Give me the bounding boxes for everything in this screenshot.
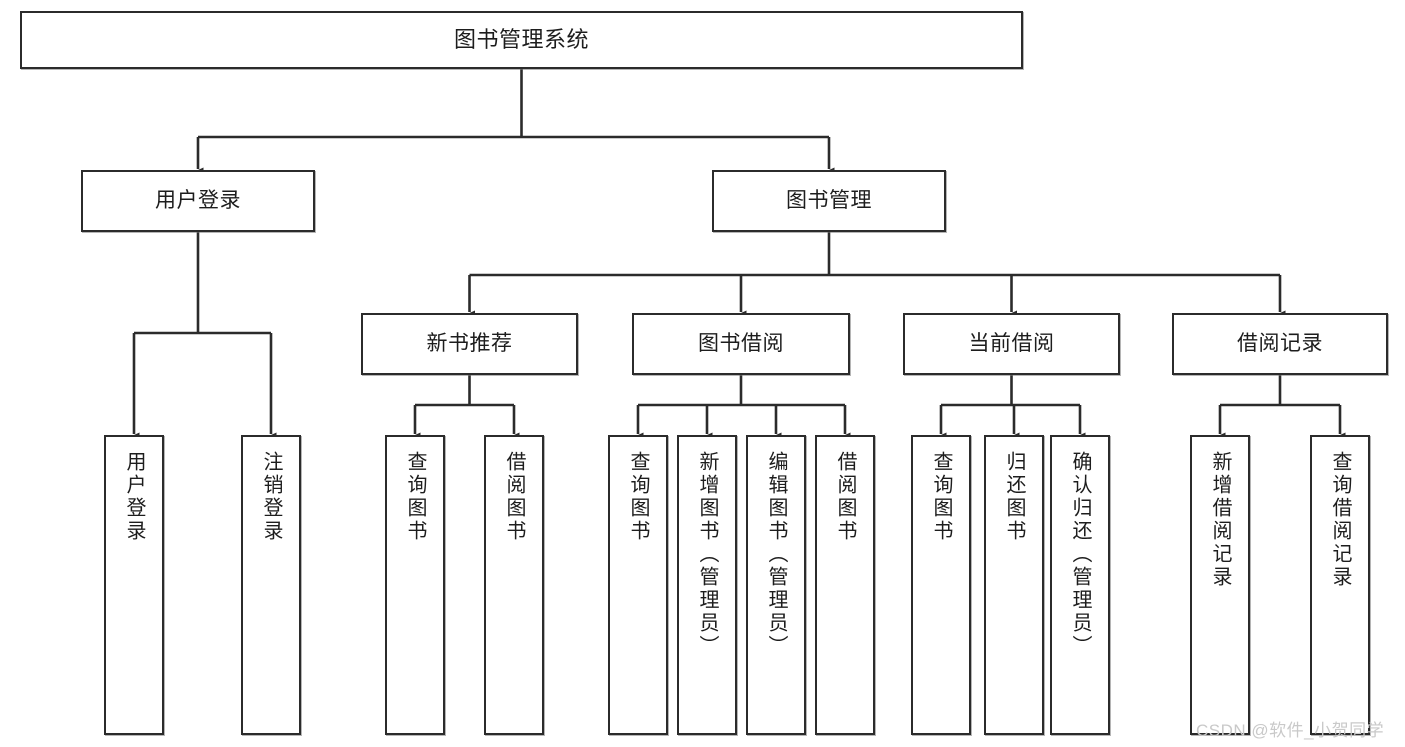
node-leaf-query-book-recommend[interactable]: 查询图书 — [385, 435, 445, 735]
node-label: 借阅图书 — [834, 451, 856, 543]
node-label: 归还图书 — [1003, 451, 1025, 543]
connector-group — [134, 69, 1340, 434]
node-label: 查询图书 — [404, 451, 426, 543]
node-current-borrow[interactable]: 当前借阅 — [903, 313, 1120, 375]
node-label: 用户登录 — [123, 451, 145, 543]
node-leaf-return-book[interactable]: 归还图书 — [984, 435, 1044, 735]
node-label: 当前借阅 — [968, 332, 1055, 356]
node-leaf-edit-book-admin[interactable]: 编辑图书（管理员） — [746, 435, 806, 735]
node-label: 查询图书 — [930, 451, 952, 543]
node-label: 编辑图书（管理员） — [765, 451, 787, 658]
node-book-manage[interactable]: 图书管理 — [712, 170, 946, 232]
node-label: 新增借阅记录 — [1209, 451, 1231, 589]
node-new-book-recommend[interactable]: 新书推荐 — [361, 313, 578, 375]
node-label: 图书借阅 — [698, 332, 784, 356]
node-leaf-add-book-admin[interactable]: 新增图书（管理员） — [677, 435, 737, 735]
node-leaf-confirm-return-admin[interactable]: 确认归还（管理员） — [1050, 435, 1110, 735]
node-borrow-record[interactable]: 借阅记录 — [1172, 313, 1388, 375]
node-user-login[interactable]: 用户登录 — [81, 170, 315, 232]
node-leaf-borrow-book-recommend[interactable]: 借阅图书 — [484, 435, 544, 735]
csdn-watermark: CSDN @软件_小贺同学 — [1196, 721, 1385, 740]
node-leaf-borrow-book[interactable]: 借阅图书 — [815, 435, 875, 735]
node-label: 注销登录 — [260, 451, 282, 543]
node-leaf-query-book-borrow[interactable]: 查询图书 — [608, 435, 668, 735]
node-label: 借阅记录 — [1237, 332, 1323, 356]
node-label: 新增图书（管理员） — [696, 451, 718, 658]
node-label: 查询借阅记录 — [1329, 451, 1351, 589]
node-leaf-query-book-current[interactable]: 查询图书 — [911, 435, 971, 735]
node-label: 借阅图书 — [503, 451, 525, 543]
node-label: 查询图书 — [627, 451, 649, 543]
node-label: 图书管理系统 — [453, 26, 589, 52]
node-label: 确认归还（管理员） — [1069, 451, 1091, 658]
node-label: 用户登录 — [155, 189, 241, 213]
node-book-borrow[interactable]: 图书借阅 — [632, 313, 850, 375]
node-leaf-user-login[interactable]: 用户登录 — [104, 435, 164, 735]
node-leaf-user-logout[interactable]: 注销登录 — [241, 435, 301, 735]
node-root[interactable]: 图书管理系统 — [20, 11, 1023, 69]
node-label: 图书管理 — [786, 189, 872, 213]
node-label: 新书推荐 — [426, 332, 513, 356]
node-leaf-query-borrow-record[interactable]: 查询借阅记录 — [1310, 435, 1370, 735]
node-leaf-add-borrow-record[interactable]: 新增借阅记录 — [1190, 435, 1250, 735]
